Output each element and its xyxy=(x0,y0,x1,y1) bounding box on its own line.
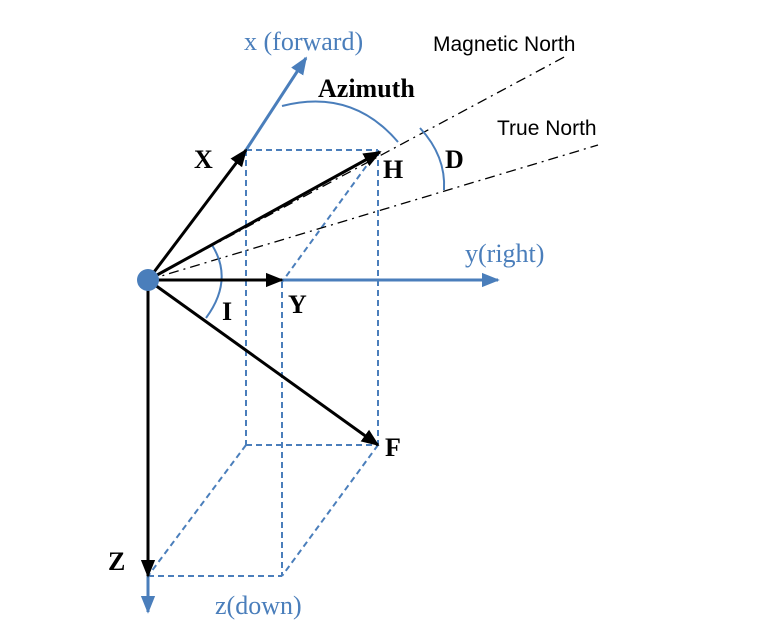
x-axis xyxy=(244,56,308,151)
magnetic-north-label: Magnetic North xyxy=(433,33,575,56)
vector-x xyxy=(146,148,248,281)
axes xyxy=(140,56,500,614)
north-lines xyxy=(147,54,599,281)
declination-label: D xyxy=(445,145,464,174)
magnetic-north-line xyxy=(147,54,569,281)
vector-x-label: X xyxy=(194,145,213,174)
box-edge xyxy=(281,444,379,577)
box-edge xyxy=(281,149,379,283)
box-edge xyxy=(147,444,247,577)
z-axis-label: z(down) xyxy=(215,591,302,620)
projection-box xyxy=(147,149,379,577)
vector-y-label: Y xyxy=(288,290,307,319)
azimuth-arc xyxy=(281,100,399,143)
true-north-label: True North xyxy=(497,117,597,140)
vector-f-label: F xyxy=(385,433,401,462)
azimuth-label: Azimuth xyxy=(318,74,415,103)
origin-dot-icon xyxy=(137,269,159,291)
vector-h-label: H xyxy=(383,155,403,184)
vector-h xyxy=(147,150,382,282)
x-axis-label: x (forward) xyxy=(244,27,363,56)
vector-f xyxy=(147,278,380,447)
angle-arcs xyxy=(205,100,446,319)
declination-arc xyxy=(419,127,446,191)
vector-z-label: Z xyxy=(108,547,125,576)
field-vectors xyxy=(140,148,382,578)
y-axis-label: y(right) xyxy=(465,239,544,268)
inclination-label: I xyxy=(222,297,232,326)
